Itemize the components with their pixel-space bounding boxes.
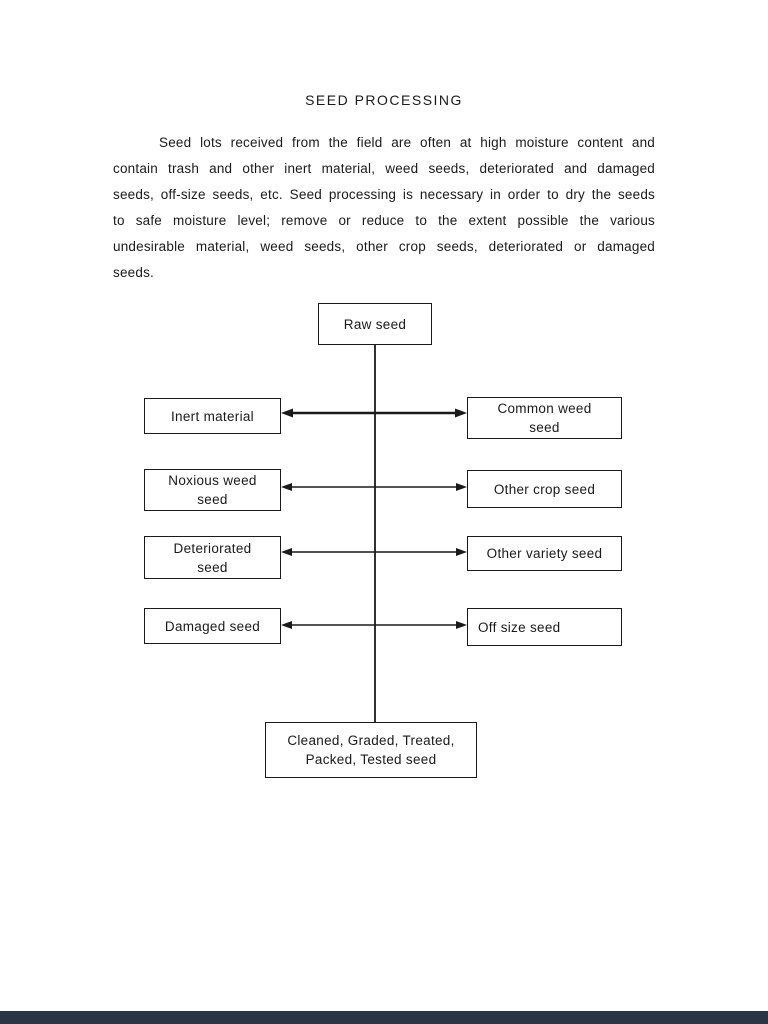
arrowhead-left-1 [281,408,293,418]
intro-paragraph: Seed lots received from the field are of… [113,135,655,280]
flow-node-deteriorated-seed: Deteriorated seed [144,536,281,579]
arrowhead-right-2 [456,483,467,491]
arrowhead-right-4 [456,621,467,629]
flow-node-noxious-weed-seed: Noxious weed seed [144,469,281,511]
page-title: SEED PROCESSING [305,92,463,108]
arrowhead-left-4 [281,621,292,629]
flow-node-result-seed: Cleaned, Graded, Treated, Packed, Tested… [265,722,477,778]
flow-node-raw-seed: Raw seed [318,303,432,345]
arrowhead-left-2 [281,483,292,491]
flow-node-inert-material: Inert material [144,398,281,434]
arrowhead-right-1 [455,408,467,418]
arrowhead-right-3 [456,548,467,556]
flow-node-other-crop-seed: Other crop seed [467,470,622,508]
arrowhead-left-3 [281,548,292,556]
viewer-footer-bar [0,1011,768,1024]
flow-node-off-size-seed: Off size seed [467,608,622,646]
flow-node-damaged-seed: Damaged seed [144,608,281,644]
flow-node-common-weed-seed: Common weed seed [467,397,622,439]
flow-node-other-variety-seed: Other variety seed [467,536,622,571]
